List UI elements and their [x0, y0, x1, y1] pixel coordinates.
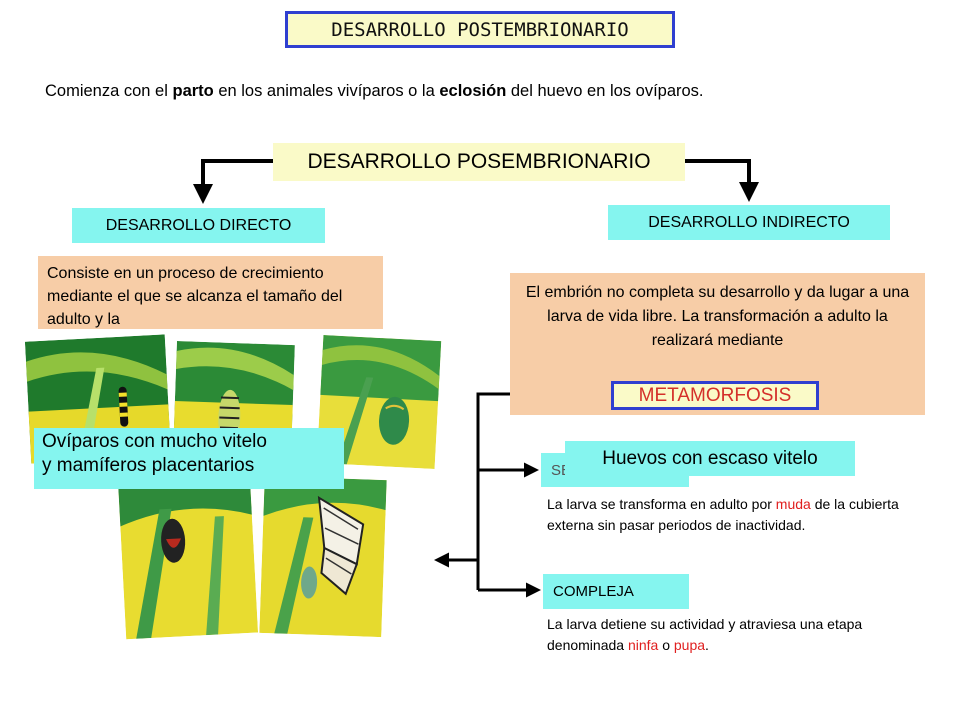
- metamorfosis-branch-line: [476, 392, 611, 590]
- dark-chrysalis-photo: [117, 474, 259, 640]
- green-chrysalis-photo: [316, 334, 442, 470]
- metamorfosis-box: METAMORFOSIS: [611, 381, 819, 410]
- arrow-to-directo: [193, 159, 273, 204]
- compleja-description: La larva detiene su actividad y atravies…: [547, 616, 863, 653]
- sencilla-description: La larva se transforma en adulto por mud…: [547, 496, 899, 533]
- directo-label: DESARROLLO DIRECTO: [72, 208, 325, 243]
- main-concept-box: DESARROLLO POSEMBRIONARIO: [273, 143, 685, 181]
- page-title: DESARROLLO POSTEMBRIONARIO: [285, 11, 675, 48]
- oviparos-label-line-2: y mamíferos placentarios: [42, 455, 255, 476]
- huevos-label: Huevos con escaso vitelo: [565, 441, 855, 476]
- indirecto-label: DESARROLLO INDIRECTO: [608, 205, 890, 240]
- butterfly-emerging-photo: [259, 475, 387, 638]
- compleja-label: COMPLEJA: [543, 574, 689, 609]
- indirecto-description: El embrión no completa su desarrollo y d…: [510, 273, 925, 415]
- directo-description: Consiste en un proceso de crecimiento me…: [38, 256, 383, 329]
- intro-text: Comienza con el parto en los animales vi…: [45, 82, 704, 100]
- oviparos-label-line-1: Ovíparos con mucho vitelo: [42, 431, 267, 452]
- oviparos-label: Ovíparos con mucho vitelo y mamíferos pl…: [34, 428, 344, 489]
- arrow-to-indirecto: [685, 159, 759, 202]
